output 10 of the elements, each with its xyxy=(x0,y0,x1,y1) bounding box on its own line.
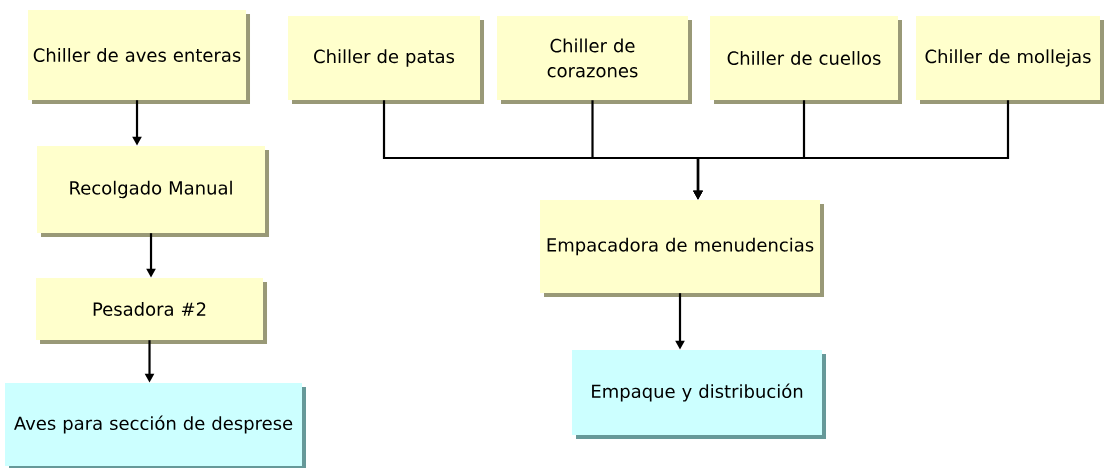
process-box: Recolgado Manual xyxy=(37,146,269,237)
process-box: Pesadora #2 xyxy=(36,278,267,344)
process-box: Empacadora de menudencias xyxy=(540,200,824,297)
output-box: Aves para sección de desprese xyxy=(5,383,306,468)
process-box: Chiller de cuellos xyxy=(710,16,902,104)
output-box: Empaque y distribución xyxy=(572,350,826,439)
process-box: Chiller de aves enteras xyxy=(28,10,250,104)
process-box: Chiller de corazones xyxy=(497,16,692,104)
process-box: Chiller de mollejas xyxy=(916,16,1104,104)
process-box: Chiller de patas xyxy=(288,16,484,104)
